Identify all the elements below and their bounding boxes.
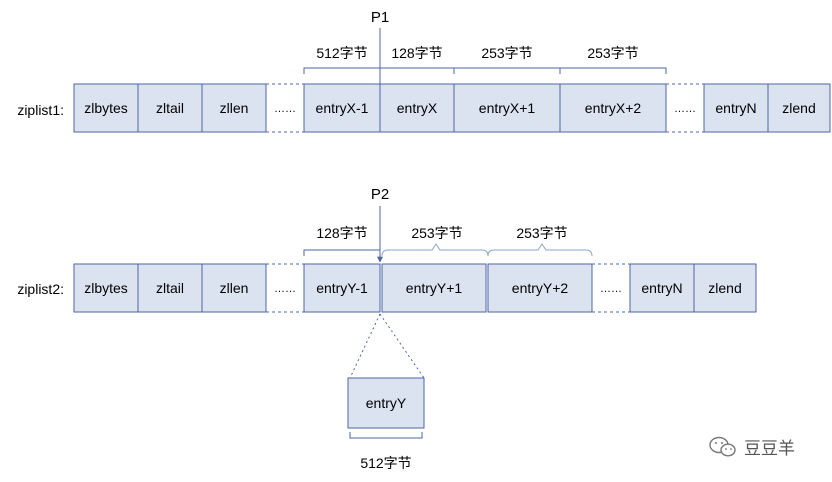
cell-zltail (137, 263, 203, 313)
brace (453, 67, 561, 74)
cell-entry (559, 83, 667, 133)
cell-text: entryY+1 (406, 280, 463, 296)
cell-entry (379, 83, 455, 133)
gap-dashes (266, 83, 304, 133)
cell-zlbytes (73, 263, 139, 313)
ellipsis: …… (600, 283, 622, 295)
ziplist1-row: zlbytes zltail zllen …… entryX-1 entryX … (73, 83, 831, 133)
inserted-entry: entryY 512字节 (347, 313, 425, 471)
brace-label: 253字节 (481, 45, 532, 61)
cell-text: entryX-1 (316, 100, 369, 116)
ziplist2-row: zlbytes zltail zllen …… entryY-1 entryY+… (73, 263, 757, 313)
brace (487, 243, 593, 257)
cell-zllen (201, 263, 267, 313)
cell-entry (487, 263, 593, 313)
cell-text: zltail (156, 100, 184, 116)
watermark-text: 豆豆羊 (744, 439, 795, 459)
cell-zllen (201, 83, 267, 133)
brace-label: 128字节 (391, 45, 442, 61)
row1-label: ziplist1: (17, 102, 64, 118)
wechat-icon (709, 436, 736, 457)
brace (381, 243, 489, 257)
row2-label: ziplist2: (17, 281, 64, 297)
cell-text: zlbytes (84, 280, 128, 296)
pointer-p2-label: P2 (371, 186, 389, 203)
ellipsis: …… (274, 103, 296, 115)
cell-text: zllen (220, 280, 249, 296)
row2-braces: 128字节 253字节 253字节 (303, 225, 593, 257)
cell-text: entryX+1 (479, 100, 536, 116)
cell-entry (303, 83, 381, 133)
cell-text: entryY+2 (512, 280, 569, 296)
cell-entry (303, 263, 381, 313)
brace (379, 67, 455, 74)
cell-text: entryY-1 (316, 280, 368, 296)
cell-zltail (137, 83, 203, 133)
brace (303, 67, 381, 74)
cell-entry (381, 263, 487, 313)
row1-braces: 512字节 128字节 253字节 253字节 (303, 45, 667, 74)
brace-label: 253字节 (587, 45, 638, 61)
brace-label: 128字节 (316, 225, 367, 241)
brace-label: 512字节 (360, 455, 411, 471)
cell-text: zlbytes (84, 100, 128, 116)
cell-text: zltail (156, 280, 184, 296)
brace (303, 249, 381, 256)
expand-line-left (349, 313, 381, 379)
cell-text: entryN (641, 280, 682, 296)
brace-label: 253字节 (411, 225, 462, 241)
cell-text: entryY (366, 395, 407, 411)
pointer-p1-label: P1 (371, 9, 389, 26)
cell-zlend (693, 263, 757, 313)
cell-text: entryX (397, 100, 438, 116)
brace-label: 512字节 (316, 45, 367, 61)
brace (559, 67, 667, 74)
brace-label: 253字节 (516, 225, 567, 241)
gap-dashes (666, 83, 704, 133)
cell-entryN (629, 263, 695, 313)
cell-text: zllen (220, 100, 249, 116)
ellipsis: …… (274, 283, 296, 295)
expand-line-right (379, 313, 425, 379)
gap-dashes (266, 263, 304, 313)
cell-text: entryX+2 (585, 100, 642, 116)
cell-entry (453, 83, 561, 133)
watermark: 豆豆羊 (708, 434, 795, 459)
cell-text: zlend (708, 280, 741, 296)
brace (349, 432, 423, 439)
cell-text: entryN (715, 100, 756, 116)
cell-entryY (347, 377, 425, 429)
ellipsis: …… (674, 103, 696, 115)
gap-dashes (592, 263, 630, 313)
cell-zlend (767, 83, 831, 133)
cell-text: zlend (782, 100, 815, 116)
